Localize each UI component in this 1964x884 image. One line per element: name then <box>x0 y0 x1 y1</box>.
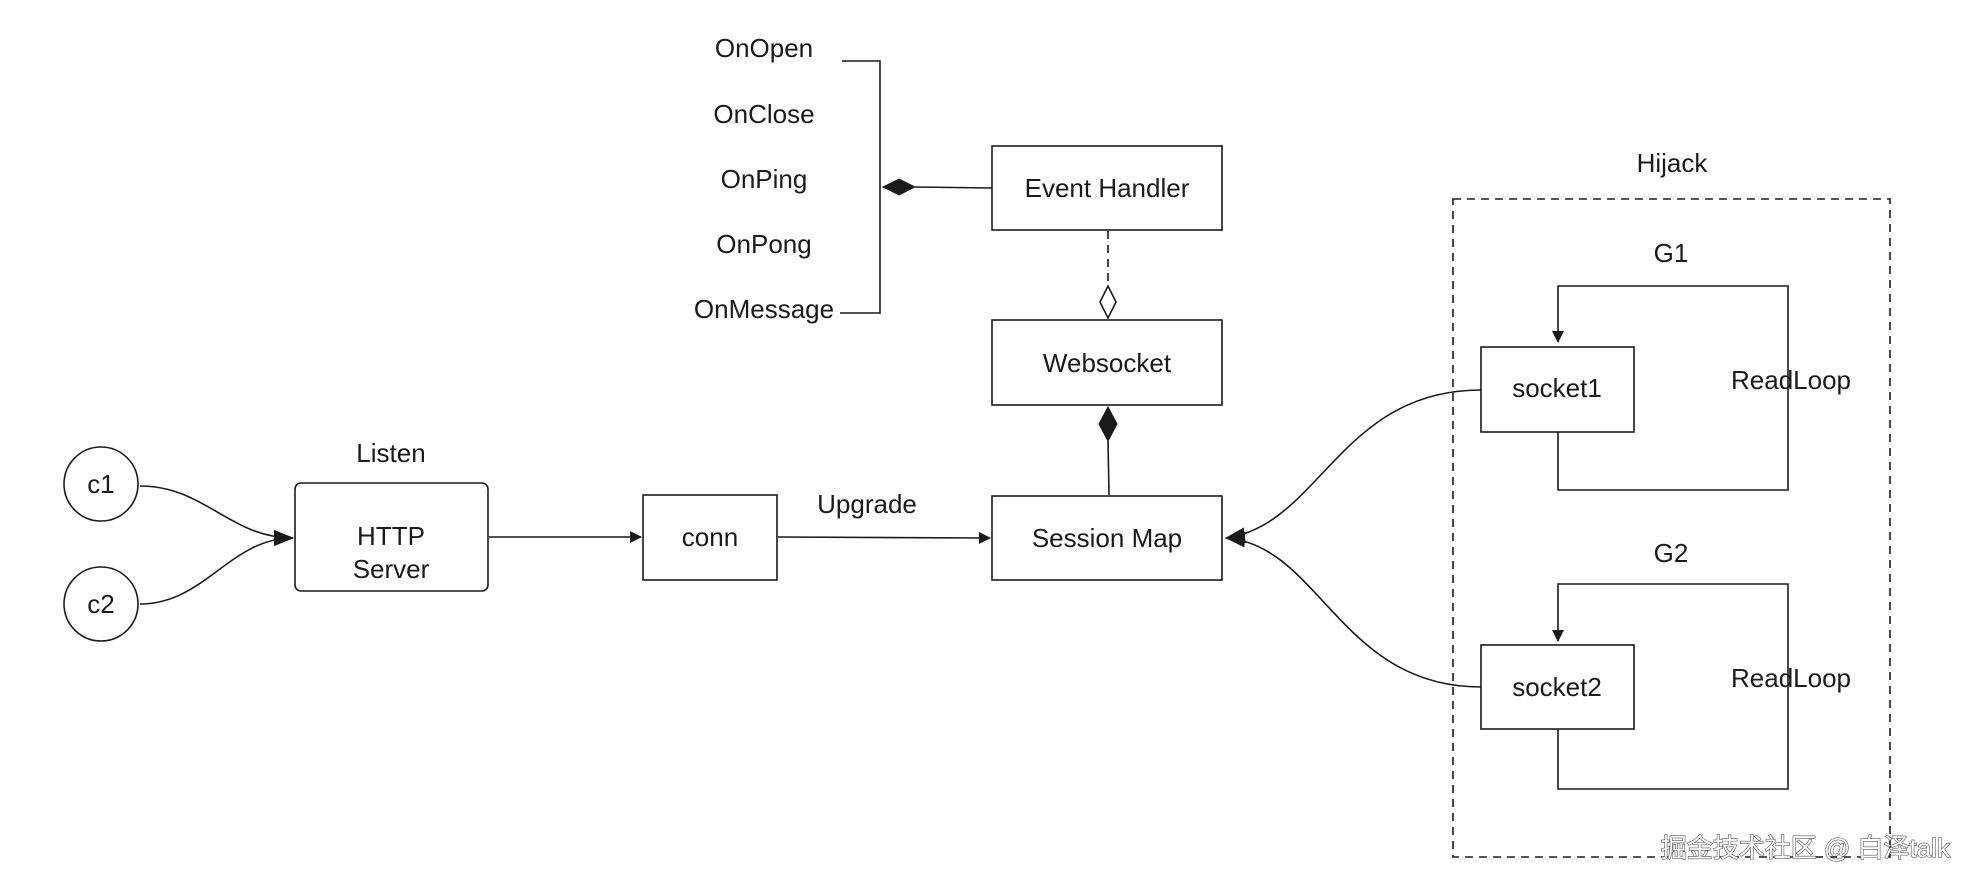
socket1-box <box>1480 346 1635 433</box>
readloop-2-label: ReadLoop <box>1731 663 1851 693</box>
group-g2: G2 socket2 ReadLoop <box>1480 538 1851 790</box>
group-g1-title: G1 <box>1654 238 1689 268</box>
client-c2-label: c2 <box>87 589 114 619</box>
c2-to-server-edge <box>139 530 294 605</box>
listen-label: Listen <box>356 438 425 468</box>
readloop-1-label: ReadLoop <box>1731 365 1851 395</box>
group-g2-title: G2 <box>1654 538 1689 568</box>
websocket-composition-diamond <box>1098 405 1118 443</box>
socket2-label: socket2 <box>1512 672 1602 702</box>
http-server-label-line2: Server <box>353 554 430 584</box>
socket2-to-session-edge <box>1225 531 1482 688</box>
http-server-box <box>294 482 489 592</box>
websocket-node: Websocket <box>991 319 1223 406</box>
hijack-label: Hijack <box>1637 148 1709 178</box>
conn-to-session-edge <box>777 531 991 544</box>
event-handler-box <box>991 145 1223 231</box>
websocket-box <box>991 319 1223 406</box>
event-handler-label: Event Handler <box>1025 173 1190 203</box>
client-c1-label: c1 <box>87 469 114 499</box>
client-c1-circle <box>63 446 139 522</box>
client-c1: c1 <box>63 446 139 522</box>
event-onping: OnPing <box>721 164 808 194</box>
websocket-composition-edge <box>1107 440 1110 496</box>
client-c2-circle <box>63 566 139 642</box>
group-g1: G1 socket1 ReadLoop <box>1480 238 1851 491</box>
session-map-node: Session Map <box>991 495 1223 581</box>
readloop-2-edge <box>1552 583 1789 790</box>
conn-node: conn <box>642 494 778 581</box>
event-onmessage: OnMessage <box>694 294 834 324</box>
session-map-box <box>991 495 1223 581</box>
event-handler-node: Event Handler <box>991 145 1223 231</box>
aggregation-diamond <box>1099 284 1117 320</box>
hijack-region <box>1452 198 1891 858</box>
client-c2: c2 <box>63 566 139 642</box>
conn-box <box>642 494 778 581</box>
event-bracket <box>840 60 881 314</box>
event-onopen: OnOpen <box>715 33 813 63</box>
composition-diamond <box>881 178 917 196</box>
http-server-node: HTTP Server <box>294 482 489 592</box>
http-server-label-line1: HTTP <box>357 521 425 551</box>
readloop-1-edge <box>1552 285 1789 491</box>
event-onpong: OnPong <box>716 229 811 259</box>
event-onclose: OnClose <box>713 99 814 129</box>
websocket-label: Websocket <box>1043 348 1172 378</box>
c1-to-server-edge <box>139 485 294 546</box>
session-map-label: Session Map <box>1032 523 1182 553</box>
socket2-box <box>1480 644 1635 730</box>
socket1-to-session-edge <box>1225 389 1482 544</box>
event-list: OnOpen OnClose OnPing OnPong OnMessage <box>694 33 834 324</box>
conn-label: conn <box>682 522 738 552</box>
socket1-label: socket1 <box>1512 373 1602 403</box>
events-composition-edge <box>914 186 993 189</box>
watermark: 掘金技术社区 @ 白泽talk <box>1661 833 1951 863</box>
upgrade-label: Upgrade <box>817 489 917 519</box>
